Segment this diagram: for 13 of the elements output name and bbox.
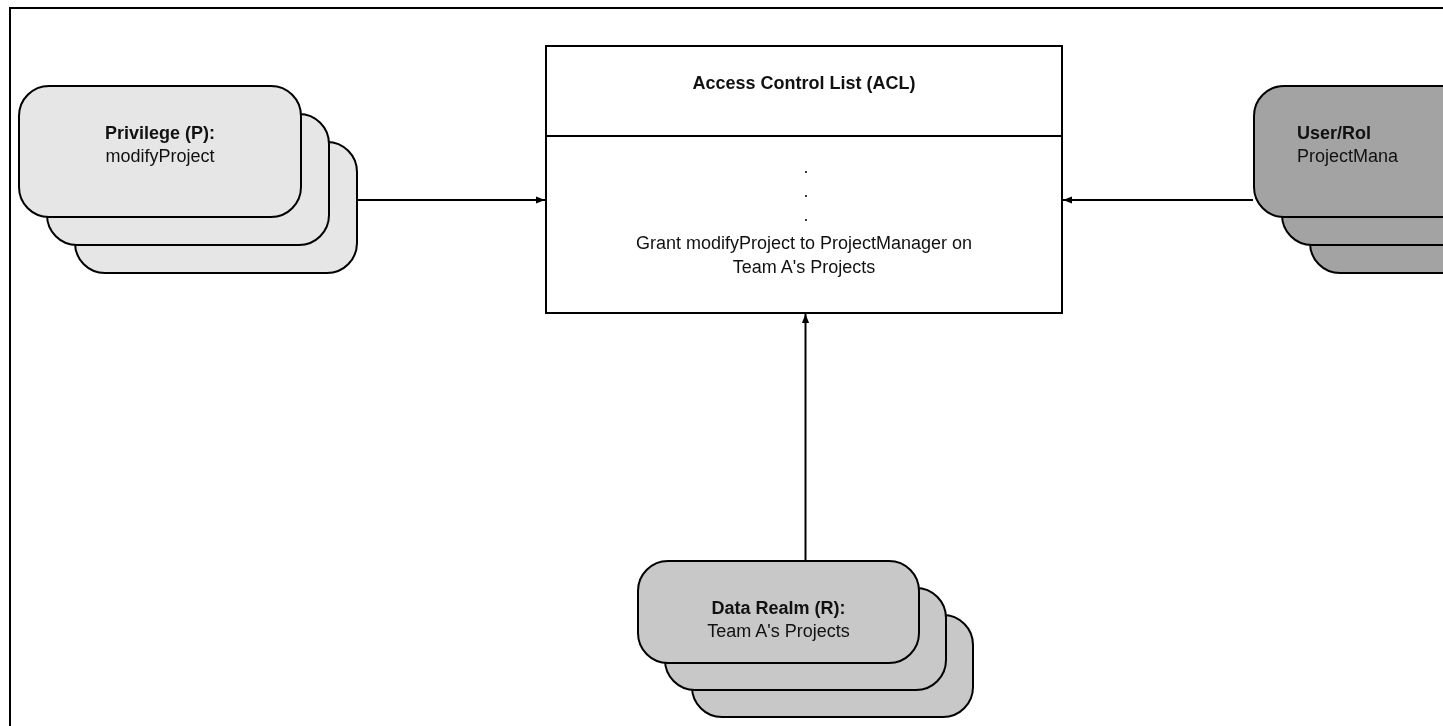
arrow [1062,196,1254,204]
list-title: Access Control List (ACL) [691,73,917,94]
card-text: Team A's Projects [706,621,851,642]
card-text: modifyProject [104,146,216,167]
arrow [801,313,810,561]
card-text: ProjectMana [1297,146,1400,167]
list-entry: Grant modifyProject to ProjectManager on Team A's Projects [634,232,974,279]
ellipsis-text: . . . [802,156,810,227]
arrow [357,196,546,204]
card-title: Data Realm (R): [710,598,847,619]
card-title: Privilege (P): [104,123,216,144]
card-title: User/Rol [1297,123,1373,144]
list-box [545,45,1063,314]
